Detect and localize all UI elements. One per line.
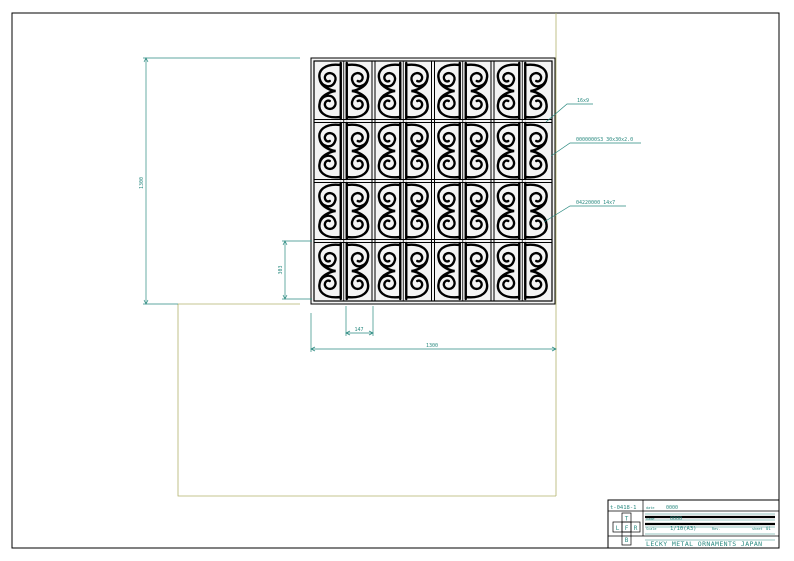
scroll-ornament <box>496 181 521 241</box>
scroll-ornament <box>437 61 461 121</box>
scroll-ornament <box>437 121 461 181</box>
scroll-ornament <box>377 121 402 181</box>
callout-scroll: 04220000 14x7 <box>576 200 615 206</box>
scroll-ornament <box>496 61 521 121</box>
scroll-ornament <box>524 61 548 121</box>
scroll-ornaments <box>318 61 548 301</box>
sheet-border <box>11 12 780 549</box>
window-grille <box>310 57 556 305</box>
grille-bars <box>314 61 552 301</box>
scroll-ornament <box>345 121 370 181</box>
dim-overall-width: 1300 <box>426 343 438 349</box>
scroll-ornament <box>464 61 489 121</box>
grille-inner-frame <box>313 60 553 302</box>
view-top-letter: T <box>625 516 629 523</box>
scale-value: 1/10(A3) <box>670 526 697 532</box>
guide-lines <box>177 13 557 497</box>
dim-panel-height: 303 <box>278 265 284 274</box>
field1-label: date <box>646 506 654 510</box>
scale-label: Scale <box>646 527 657 531</box>
scroll-ornament <box>405 181 429 241</box>
scroll-ornament <box>405 121 429 181</box>
scroll-ornament <box>345 181 370 241</box>
scroll-ornament <box>377 241 402 301</box>
scroll-ornament <box>437 241 461 301</box>
title-block: t-0418-1 date 0000 name 0000 Scale 1/10(… <box>607 499 780 549</box>
dim-panel-width: 147 <box>354 327 363 333</box>
scroll-ornament <box>464 121 489 181</box>
scroll-ornament <box>524 121 548 181</box>
scroll-ornament <box>524 181 548 241</box>
scroll-ornament <box>318 241 342 301</box>
view-right-letter: R <box>634 525 638 532</box>
scroll-ornament <box>345 61 370 121</box>
scroll-ornament <box>318 61 342 121</box>
scroll-ornament <box>464 181 489 241</box>
scroll-ornament <box>524 241 548 301</box>
scroll-ornament <box>377 61 402 121</box>
drawing-number: t-0418-1 <box>610 505 637 511</box>
rev-label: Rev. <box>712 527 720 531</box>
callout-square-tube: 0000000S3 30x30x2.0 <box>576 137 633 143</box>
company-name: LECKY METAL ORNAMENTS JAPAN <box>646 540 762 548</box>
field2-label: name <box>646 517 654 521</box>
field2-value: 0000 <box>670 516 682 522</box>
sheet-value: 01 <box>766 526 771 531</box>
dim-overall-height: 1300 <box>139 177 145 189</box>
scroll-ornament <box>405 241 429 301</box>
scroll-ornament <box>318 181 342 241</box>
sheet-label: sheet <box>752 527 763 531</box>
scroll-ornament <box>464 241 489 301</box>
scroll-ornament <box>377 181 402 241</box>
scroll-ornament <box>496 121 521 181</box>
grille-background <box>311 58 555 304</box>
view-left-letter: L <box>616 525 620 532</box>
field1-value: 0000 <box>666 505 678 511</box>
scroll-ornament <box>496 241 521 301</box>
view-front-letter: F <box>625 525 629 532</box>
scroll-ornament <box>437 181 461 241</box>
view-bottom-letter: B <box>625 537 629 544</box>
dimension-lines <box>143 57 641 352</box>
scroll-ornament <box>405 61 429 121</box>
scroll-ornament <box>318 121 342 181</box>
grille-outer-frame <box>310 57 556 305</box>
scroll-ornament <box>345 241 370 301</box>
callout-flat-bar: 16x9 <box>577 98 589 104</box>
